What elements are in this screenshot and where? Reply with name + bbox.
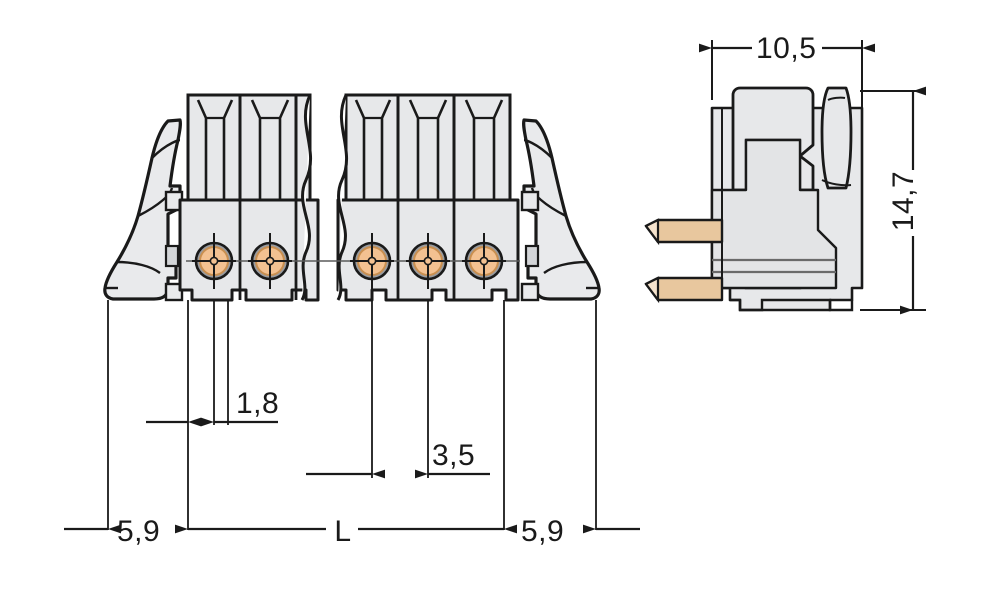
overall-length-dimension: L	[175, 515, 517, 548]
solder-pin	[644, 276, 724, 304]
pin-hole	[350, 233, 394, 289]
break-line-right	[336, 94, 349, 301]
front-view	[103, 93, 601, 302]
pin-pitch-dimension: 3,5	[306, 439, 490, 479]
pin-hole	[248, 233, 292, 289]
pin-hole	[406, 233, 450, 289]
break-line-left	[300, 94, 313, 301]
pin-hole-group	[192, 233, 506, 289]
height-dimension: 14,7	[860, 86, 926, 315]
side-view	[644, 86, 864, 312]
pin-pitch-dimension-label: 3,5	[432, 439, 475, 472]
solder-pin	[644, 218, 724, 246]
left-edge-dimension: 5,9	[64, 515, 160, 548]
depth-dimension: 10,5	[699, 32, 875, 230]
pin-hole	[192, 233, 236, 289]
pin-width-dimension-label: 1,8	[236, 387, 279, 420]
right-edge-dimension-label: 5,9	[521, 515, 564, 548]
pin-width-dimension: 1,8	[146, 387, 279, 427]
depth-dimension-label: 10,5	[756, 32, 816, 65]
pin-hole	[462, 233, 506, 289]
height-dimension-label: 14,7	[887, 171, 920, 231]
left-edge-dimension-label: 5,9	[117, 515, 160, 548]
extension-lines	[107, 300, 597, 530]
left-locking-lever	[103, 118, 184, 302]
overall-length-dimension-label: L	[334, 515, 351, 548]
right-edge-dimension: 5,9	[521, 515, 640, 548]
right-locking-lever	[520, 118, 601, 302]
